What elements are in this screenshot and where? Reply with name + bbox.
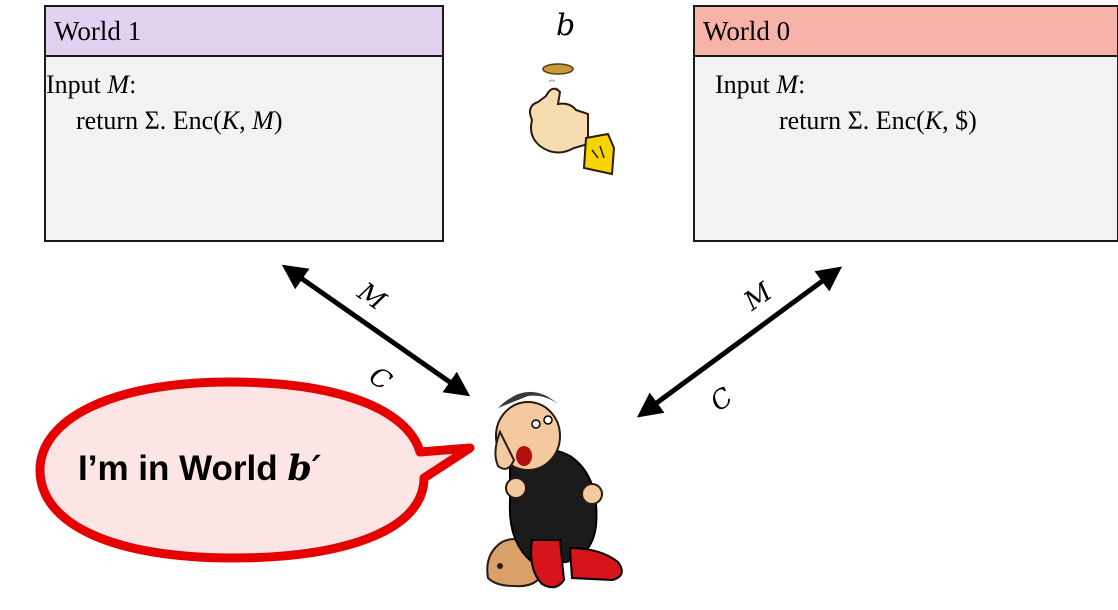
close-paren: ) xyxy=(968,106,977,135)
key-var: K xyxy=(924,106,943,135)
bubble-text-main: I’m in World xyxy=(78,449,288,488)
world-0-box: World 0 Input M: return Σ. Enc(K, $) xyxy=(693,5,1118,242)
input-keyword: Input xyxy=(715,70,777,99)
world-0-line-1: Input M: xyxy=(695,67,1117,103)
key-var: K xyxy=(221,106,240,135)
right-double-arrow xyxy=(636,266,843,418)
random-dollar: $ xyxy=(955,106,969,135)
world-1-box: World 1 Input M: return Σ. Enc(K, M) xyxy=(44,5,444,242)
bubble-text: I’m in World b′ xyxy=(78,448,321,489)
input-var: M xyxy=(776,70,799,99)
world-0-line-2: return Σ. Enc(K, $) xyxy=(695,103,1117,139)
sep: , xyxy=(942,106,956,135)
world-1-title: World 1 xyxy=(46,7,442,57)
left-double-arrow xyxy=(281,264,471,397)
coin-flip-hand-icon xyxy=(529,63,616,176)
colon: : xyxy=(798,70,806,99)
world-0-title: World 0 xyxy=(695,7,1117,57)
world-0-body: Input M: return Σ. Enc(K, $) xyxy=(695,57,1117,139)
world-1-body: Input M: return Σ. Enc(K, M) xyxy=(46,57,442,139)
colon: : xyxy=(129,70,137,99)
close-paren: ) xyxy=(273,106,283,135)
bubble-text-var: b′ xyxy=(287,448,322,489)
input-keyword: Input xyxy=(46,70,108,99)
return-enc: return Σ. Enc( xyxy=(76,106,222,135)
world-1-line-1: Input M: xyxy=(46,67,442,103)
villain-character-icon xyxy=(486,391,623,589)
sep: , xyxy=(239,106,253,135)
message-var: M xyxy=(252,106,274,135)
coin-label: b xyxy=(556,8,576,43)
input-var: M xyxy=(107,70,130,99)
return-enc: return Σ. Enc( xyxy=(779,106,925,135)
speech-bubble xyxy=(35,377,475,563)
world-1-line-2: return Σ. Enc(K, M) xyxy=(46,103,442,139)
